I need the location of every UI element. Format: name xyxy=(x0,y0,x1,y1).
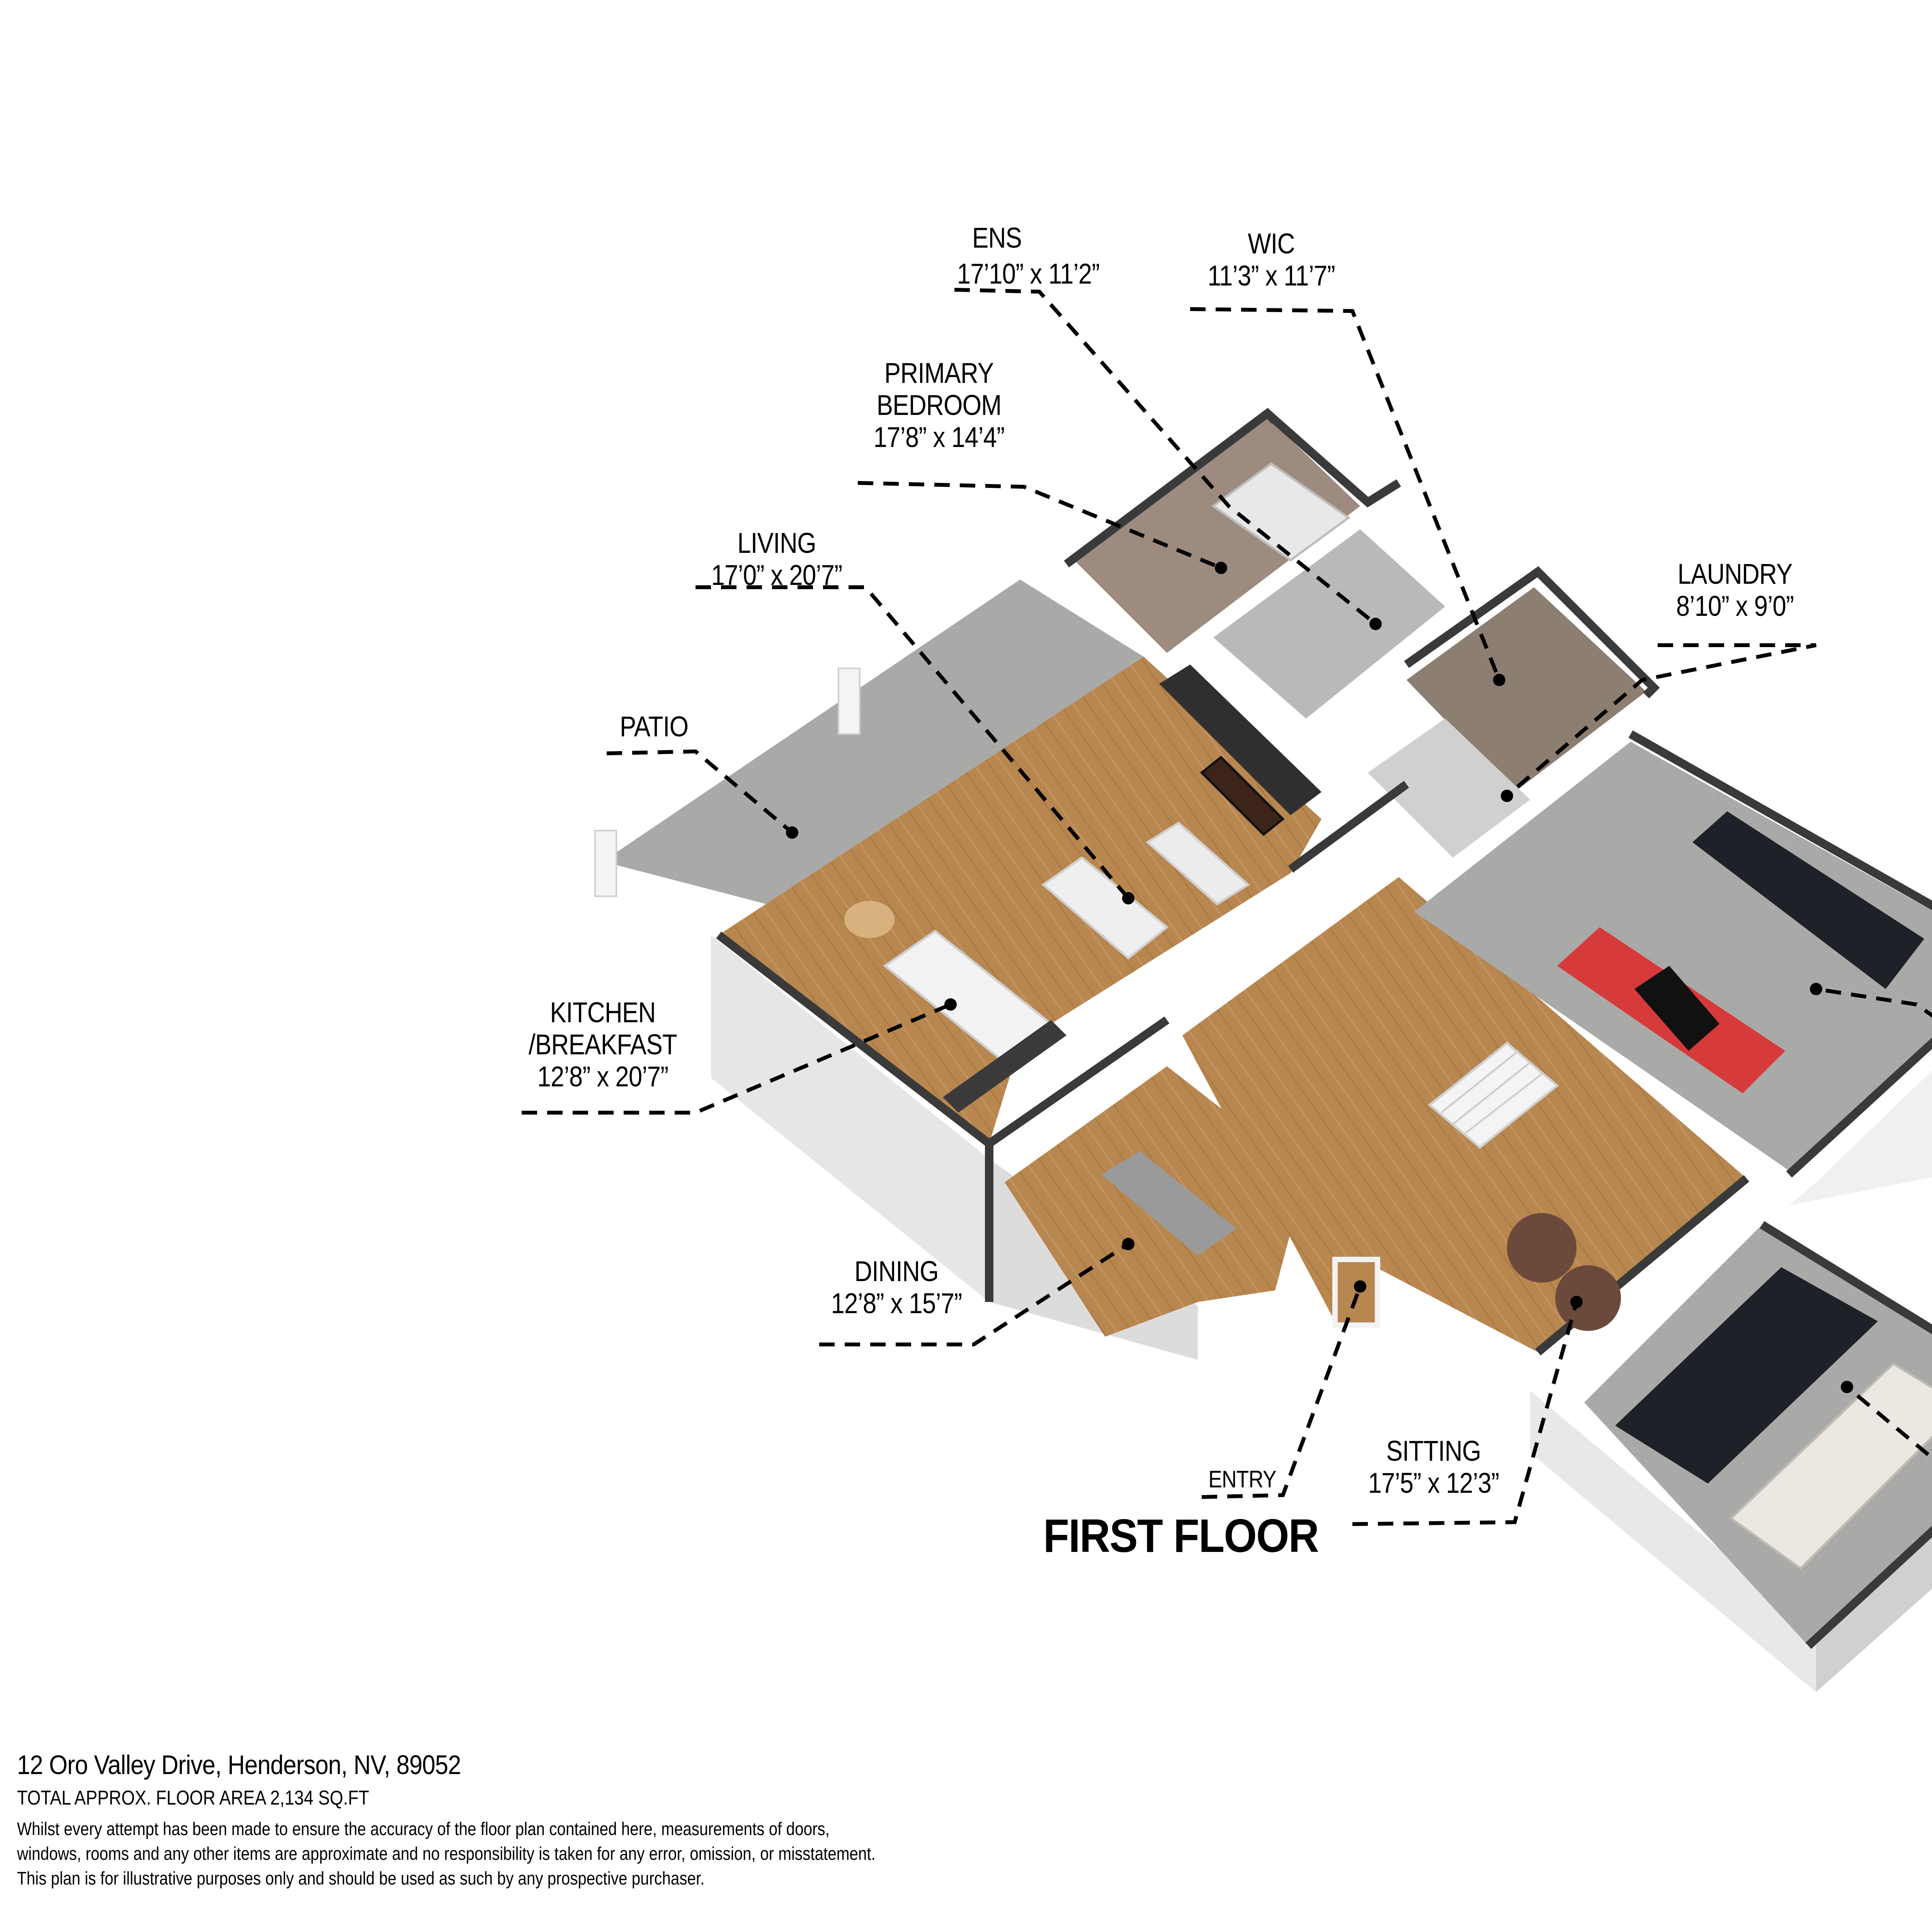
room-marker-dots xyxy=(786,562,1853,1393)
room-label-kitchen-breakfast: KITCHEN /BREAKFAST 12’8” x 20’7” xyxy=(526,996,679,1093)
room-name: DINING xyxy=(854,1255,939,1287)
room-dimensions: 17’10” x 11’2” xyxy=(957,257,1100,290)
room-label-laundry: LAUNDRY 8’10” x 9’0” xyxy=(1662,558,1808,622)
room-label-wic: WIC 11’3” x 11’7” xyxy=(1198,228,1344,292)
room-name: LAUNDRY xyxy=(1677,558,1793,590)
room-dimensions: 8’10” x 9’0” xyxy=(1676,590,1794,622)
footer: 12 Oro Valley Drive, Henderson, NV, 8905… xyxy=(17,1749,1015,1891)
room-name-line2: BEDROOM xyxy=(876,389,1002,421)
garage-1-cars xyxy=(1557,811,1924,1093)
total-floor-area: TOTAL APPROX. FLOOR AREA 2,134 SQ.FT xyxy=(17,1787,369,1809)
leader-lines xyxy=(522,288,1932,1526)
fireplace xyxy=(1200,755,1285,836)
room-label-ens: ENS 17’10” x 11’2” xyxy=(957,222,1100,323)
room-name: ENTRY xyxy=(1208,1466,1276,1493)
room-name: PATIO xyxy=(620,710,689,743)
room-dimensions: 17’5” x 12’3” xyxy=(1368,1467,1499,1499)
room-name: LIVING xyxy=(737,527,816,559)
room-label-sitting: SITTING 17’5” x 12’3” xyxy=(1361,1435,1507,1499)
dining-table xyxy=(1101,1151,1236,1256)
living-kitchen-floor xyxy=(719,657,1321,1144)
room-name: WIC xyxy=(1248,228,1295,260)
black-suv-2 xyxy=(1615,1267,1878,1484)
room-dimensions: 17’8” x 14’4” xyxy=(873,421,1005,453)
room-name: ENS xyxy=(972,222,1022,254)
bed xyxy=(1211,462,1351,562)
room-label-dining: DINING 12’8” x 15’7” xyxy=(823,1255,969,1320)
living-furniture xyxy=(1041,821,1250,960)
kitchen-counter xyxy=(943,1020,1066,1113)
disclaimer-line: windows, rooms and any other items are a… xyxy=(17,1843,876,1864)
room-name-line1: KITCHEN xyxy=(550,996,656,1028)
room-name-line2: /BREAKFAST xyxy=(529,1028,677,1060)
room-label-entry: ENTRY xyxy=(1208,1466,1277,1493)
room-name: SITTING xyxy=(1386,1435,1481,1467)
fireplace-wall xyxy=(1159,664,1321,815)
room-name-line1: PRIMARY xyxy=(884,357,994,389)
disclaimer-line: This plan is for illustrative purposes o… xyxy=(17,1868,705,1888)
room-label-living: LIVING 17’0” x 20’7” xyxy=(700,527,853,591)
sitting-rug xyxy=(1555,1265,1621,1331)
room-dimensions: 11’3” x 11’7” xyxy=(1208,259,1335,292)
patio-floor xyxy=(603,580,1144,912)
property-address: 12 Oro Valley Drive, Henderson, NV, 8905… xyxy=(17,1750,461,1780)
room-label-primary-bedroom: PRIMARY BEDROOM 17’8” x 14’4” xyxy=(862,357,1015,454)
laundry-floor xyxy=(1368,719,1530,858)
garage-1-floor xyxy=(1414,742,1932,1171)
ensuite-floor xyxy=(1213,529,1445,719)
room-label-patio: PATIO xyxy=(620,710,689,743)
room-dimensions: 17’0” x 20’7” xyxy=(711,559,842,591)
patio-pillar xyxy=(838,668,861,735)
breakfast-table xyxy=(844,901,895,938)
disclaimer-line: Whilst every attempt has been made to en… xyxy=(17,1818,830,1839)
patio-pillar xyxy=(594,830,617,897)
staircase xyxy=(1428,1042,1559,1149)
black-suv xyxy=(1692,811,1924,989)
sitting-rug xyxy=(1507,1213,1577,1283)
floor-title: FIRST FLOOR xyxy=(1043,1509,1319,1562)
entry-door xyxy=(1332,1257,1380,1328)
room-dimensions: 12’8” x 15’7” xyxy=(831,1287,962,1319)
room-dimensions: 12’8” x 20’7” xyxy=(537,1060,668,1093)
